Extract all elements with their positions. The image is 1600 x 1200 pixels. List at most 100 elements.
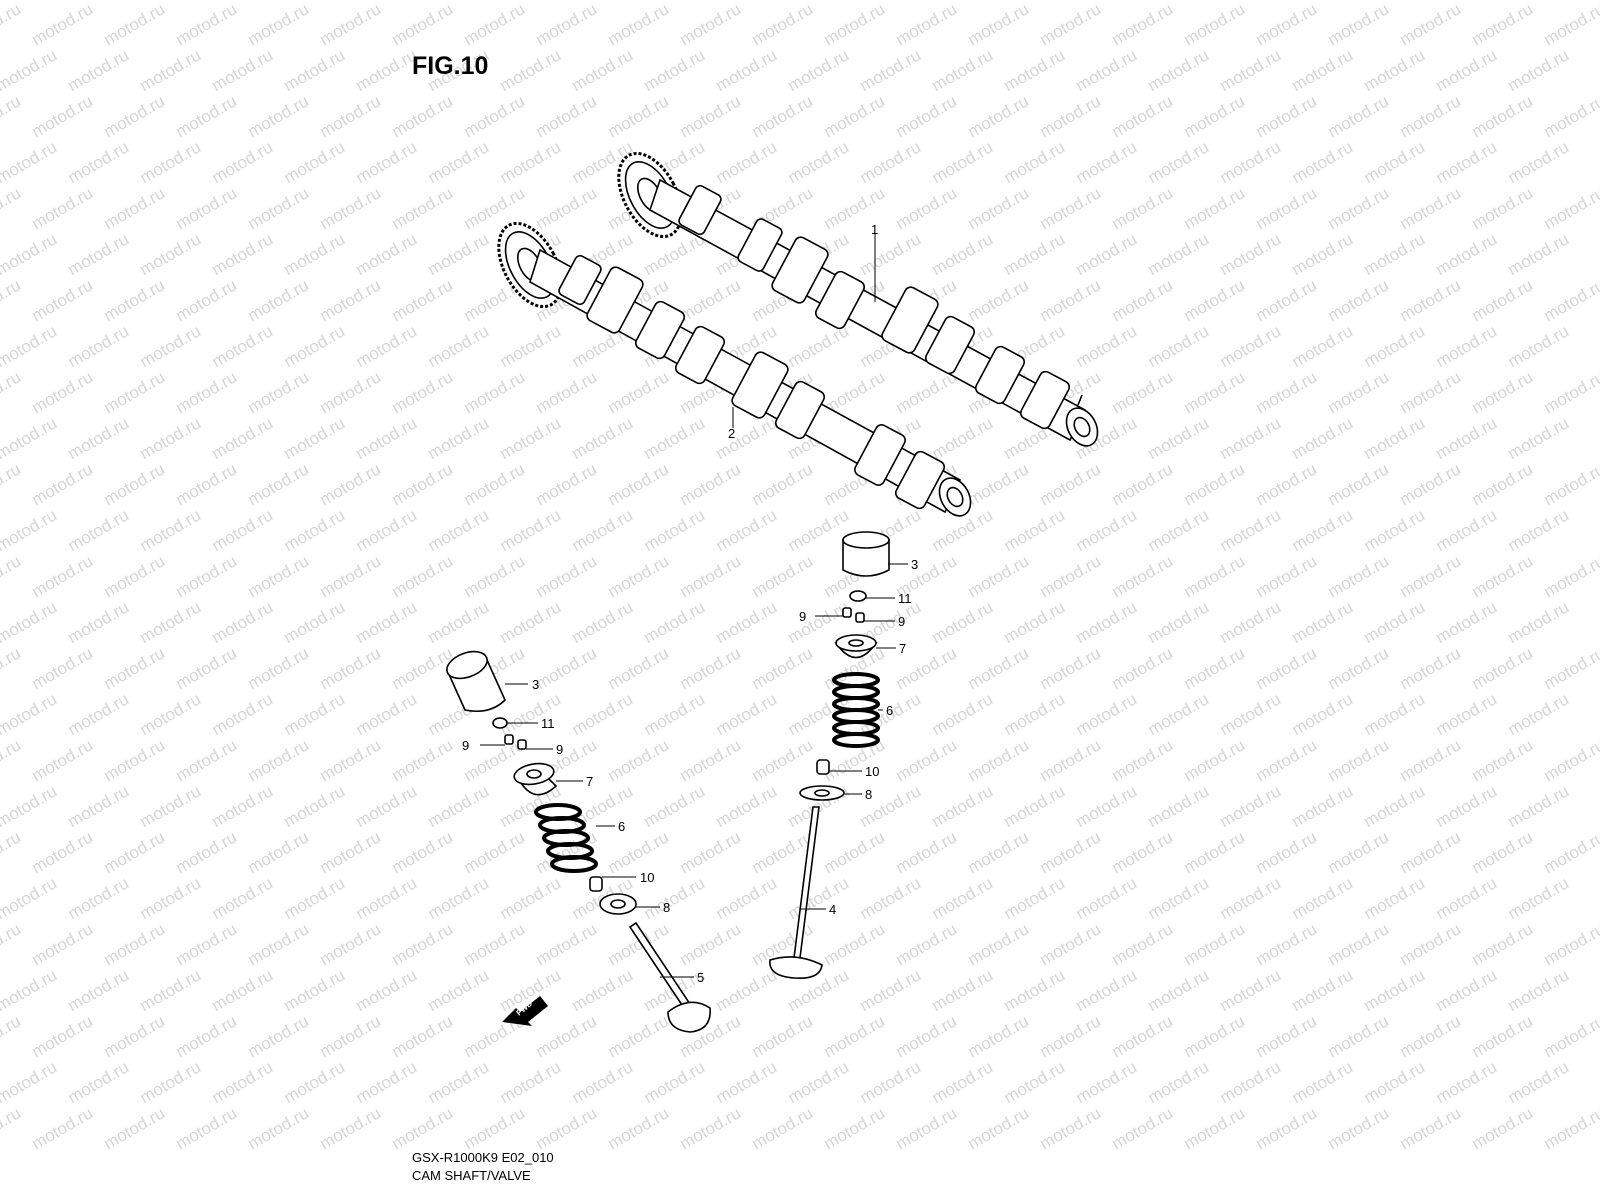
watermark-text: motod.ru — [929, 45, 997, 95]
watermark-text: motod.ru — [857, 137, 925, 187]
watermark-text: motod.ru — [0, 367, 24, 417]
watermark-text: motod.ru — [1433, 873, 1501, 923]
watermark-text: motod.ru — [1541, 551, 1600, 601]
watermark-text: motod.ru — [497, 137, 565, 187]
watermark-text: motod.ru — [137, 689, 205, 739]
watermark-text: motod.ru — [893, 1103, 961, 1153]
watermark-text: motod.ru — [1397, 919, 1465, 969]
watermark-text: motod.ru — [209, 965, 277, 1015]
watermark-text: motod.ru — [1181, 735, 1249, 785]
watermark-text: motod.ru — [929, 413, 997, 463]
watermark-text: motod.ru — [353, 0, 421, 3]
watermark-text: motod.ru — [101, 459, 169, 509]
watermark-text: motod.ru — [1037, 1103, 1105, 1153]
watermark-text: motod.ru — [1181, 1011, 1249, 1061]
watermark-text: motod.ru — [749, 643, 817, 693]
watermark-text: motod.ru — [389, 1103, 457, 1153]
right-valve-assembly — [769, 531, 890, 980]
watermark-text: motod.ru — [173, 91, 241, 141]
watermark-text: motod.ru — [605, 1011, 673, 1061]
watermark-text: motod.ru — [0, 459, 24, 509]
watermark-text: motod.ru — [101, 275, 169, 325]
watermark-text: motod.ru — [1217, 965, 1285, 1015]
watermark-text: motod.ru — [65, 873, 133, 923]
watermark-text: motod.ru — [857, 45, 925, 95]
watermark-text: motod.ru — [929, 0, 997, 3]
watermark-text: motod.ru — [533, 919, 601, 969]
watermark-text: motod.ru — [1433, 781, 1501, 831]
watermark-text: motod.ru — [1001, 1057, 1069, 1107]
watermark-text: motod.ru — [1253, 551, 1321, 601]
watermark-text: motod.ru — [713, 873, 781, 923]
watermark-text: motod.ru — [389, 919, 457, 969]
watermark-text: motod.ru — [1397, 1103, 1465, 1153]
watermark-text: motod.ru — [857, 965, 925, 1015]
watermark-text: motod.ru — [1217, 781, 1285, 831]
watermark-text: motod.ru — [1181, 919, 1249, 969]
watermark-text: motod.ru — [65, 781, 133, 831]
watermark-text: motod.ru — [749, 1011, 817, 1061]
watermark-text: motod.ru — [569, 965, 637, 1015]
watermark-text: motod.ru — [1037, 0, 1105, 49]
watermark-text: motod.ru — [1001, 873, 1069, 923]
watermark-text: motod.ru — [1397, 91, 1465, 141]
watermark-text: motod.ru — [425, 965, 493, 1015]
watermark-text: motod.ru — [497, 45, 565, 95]
figure-title: FIG.10 — [412, 52, 489, 80]
watermark-text: motod.ru — [173, 827, 241, 877]
valve-lifter-left — [445, 650, 506, 713]
watermark-text: motod.ru — [1073, 597, 1141, 647]
watermark-text: motod.ru — [173, 0, 241, 49]
valve-cotters-left — [504, 734, 527, 750]
watermark-text: motod.ru — [353, 689, 421, 739]
watermark-text: motod.ru — [1109, 367, 1177, 417]
callout-11-right: 11 — [898, 591, 912, 606]
watermark-text: motod.ru — [641, 0, 709, 3]
watermark-text: motod.ru — [209, 597, 277, 647]
callout-4: 4 — [829, 902, 836, 917]
watermark-text: motod.ru — [0, 1103, 24, 1153]
watermark-text: motod.ru — [0, 1011, 24, 1061]
watermark-text: motod.ru — [785, 45, 853, 95]
watermark-text: motod.ru — [281, 1057, 349, 1107]
watermark-text: motod.ru — [1361, 137, 1429, 187]
watermark-text: motod.ru — [1289, 0, 1357, 3]
watermark-text: motod.ru — [1397, 551, 1465, 601]
watermark-text: motod.ru — [1469, 643, 1537, 693]
watermark-text: motod.ru — [1433, 229, 1501, 279]
watermark-text: motod.ru — [101, 919, 169, 969]
watermark-text: motod.ru — [1217, 1057, 1285, 1107]
watermark-text: motod.ru — [605, 1103, 673, 1153]
watermark-text: motod.ru — [353, 597, 421, 647]
watermark-text: motod.ru — [209, 413, 277, 463]
watermark-text: motod.ru — [1361, 45, 1429, 95]
watermark-text: motod.ru — [425, 1057, 493, 1107]
watermark-text: motod.ru — [281, 137, 349, 187]
watermark-text: motod.ru — [137, 781, 205, 831]
watermark-text: motod.ru — [1505, 1057, 1573, 1107]
watermark-text: motod.ru — [1433, 413, 1501, 463]
watermark-text: motod.ru — [389, 275, 457, 325]
watermark-text: motod.ru — [65, 1057, 133, 1107]
watermark-text: motod.ru — [29, 827, 97, 877]
watermark-text: motod.ru — [785, 1057, 853, 1107]
watermark-text: motod.ru — [1001, 0, 1069, 3]
watermark-text: motod.ru — [929, 137, 997, 187]
watermark-text: motod.ru — [1505, 137, 1573, 187]
watermark-text: motod.ru — [1289, 413, 1357, 463]
watermark-text: motod.ru — [1217, 689, 1285, 739]
watermark-text: motod.ru — [245, 275, 313, 325]
watermark-text: motod.ru — [0, 781, 60, 831]
watermark-text: motod.ru — [893, 0, 961, 49]
watermark-text: motod.ru — [749, 459, 817, 509]
watermark-text: motod.ru — [353, 413, 421, 463]
watermark-text: motod.ru — [1109, 275, 1177, 325]
watermark-text: motod.ru — [1037, 919, 1105, 969]
watermark-text: motod.ru — [1361, 873, 1429, 923]
watermark-text: motod.ru — [1109, 91, 1177, 141]
watermark-text: motod.ru — [137, 873, 205, 923]
watermark-text: motod.ru — [1505, 321, 1573, 371]
watermark-text: motod.ru — [209, 689, 277, 739]
watermark-text: motod.ru — [497, 505, 565, 555]
